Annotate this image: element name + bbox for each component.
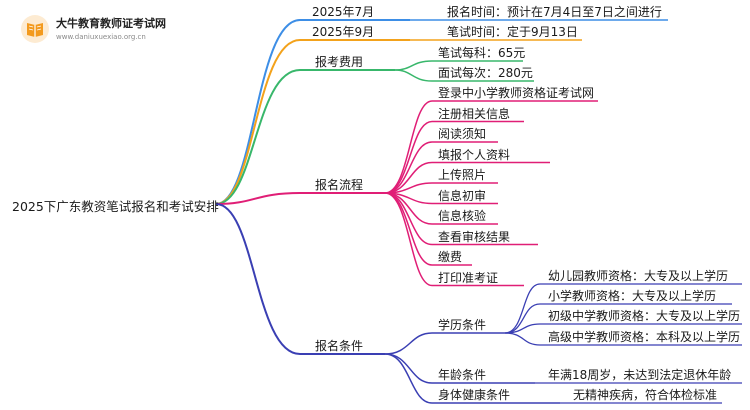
node-conditions: 报名条件 bbox=[315, 339, 364, 353]
process-step: 缴费 bbox=[438, 250, 463, 264]
connector-fee-2 bbox=[394, 69, 433, 82]
process-step: 信息核验 bbox=[438, 209, 487, 223]
connector-health bbox=[384, 353, 433, 404]
process-connector bbox=[384, 192, 433, 266]
education-requirement: 幼儿园教师资格：大专及以上学历 bbox=[548, 269, 729, 283]
process-connector bbox=[384, 120, 433, 194]
connector-sept bbox=[215, 39, 301, 205]
node-education: 学历条件 bbox=[438, 318, 487, 332]
education-connector bbox=[504, 332, 541, 346]
connector-age bbox=[384, 353, 433, 384]
connector-conditions bbox=[215, 203, 301, 355]
node-health-detail: 无精神疾病，符合体检标准 bbox=[573, 388, 718, 402]
process-step: 信息初审 bbox=[438, 188, 487, 203]
book-logo-icon bbox=[21, 15, 49, 43]
node-age: 年龄条件 bbox=[438, 368, 487, 382]
node-fee: 报考费用 bbox=[315, 55, 364, 69]
education-connectors bbox=[504, 283, 742, 346]
process-step: 上传照片 bbox=[438, 168, 487, 182]
site-logo: 大牛教育教师证考试网 www.daniuxuexiao.org.cn bbox=[18, 12, 166, 48]
connector-process bbox=[215, 192, 301, 205]
logo-name: 大牛教育教师证考试网 bbox=[56, 17, 166, 30]
node-process: 报名流程 bbox=[315, 178, 364, 192]
connector-fee-1 bbox=[394, 60, 433, 71]
node-sept-exam: 笔试时间：定于9月13日 bbox=[447, 25, 578, 39]
node-fee-written: 笔试每科：65元 bbox=[438, 46, 526, 60]
education-requirement: 初级中学教师资格：大专及以上学历 bbox=[548, 309, 741, 323]
education-connector bbox=[504, 283, 541, 334]
node-age-detail: 年满18周岁，未达到法定退休年龄 bbox=[548, 368, 732, 382]
root-node: 2025下广东教资笔试报名和考试安排 bbox=[12, 199, 219, 214]
process-connectors bbox=[384, 100, 598, 287]
process-step: 打印准考证 bbox=[438, 270, 499, 285]
node-sept: 2025年9月 bbox=[312, 25, 375, 39]
education-requirement: 高级中学教师资格：本科及以上学历 bbox=[548, 330, 741, 344]
connector-fee bbox=[215, 69, 301, 205]
node-fee-interview: 面试每次：280元 bbox=[438, 66, 533, 80]
process-step: 查看审核结果 bbox=[438, 229, 511, 244]
process-step: 填报个人资料 bbox=[438, 147, 511, 162]
process-connector bbox=[384, 192, 433, 287]
logo-url: www.daniuxuexiao.org.cn bbox=[56, 33, 146, 41]
process-connector bbox=[384, 100, 433, 194]
education-requirement: 小学教师资格：大专及以上学历 bbox=[548, 289, 717, 303]
node-july-signup: 报名时间：预计在7月4日至7日之间进行 bbox=[447, 5, 662, 19]
process-step: 阅读须知 bbox=[438, 127, 487, 141]
process-step: 注册相关信息 bbox=[438, 106, 511, 121]
node-july: 2025年7月 bbox=[312, 5, 375, 19]
node-health: 身体健康条件 bbox=[438, 388, 511, 402]
connector-education bbox=[384, 332, 433, 355]
process-step: 登录中小学教师资格证考试网 bbox=[438, 86, 595, 100]
